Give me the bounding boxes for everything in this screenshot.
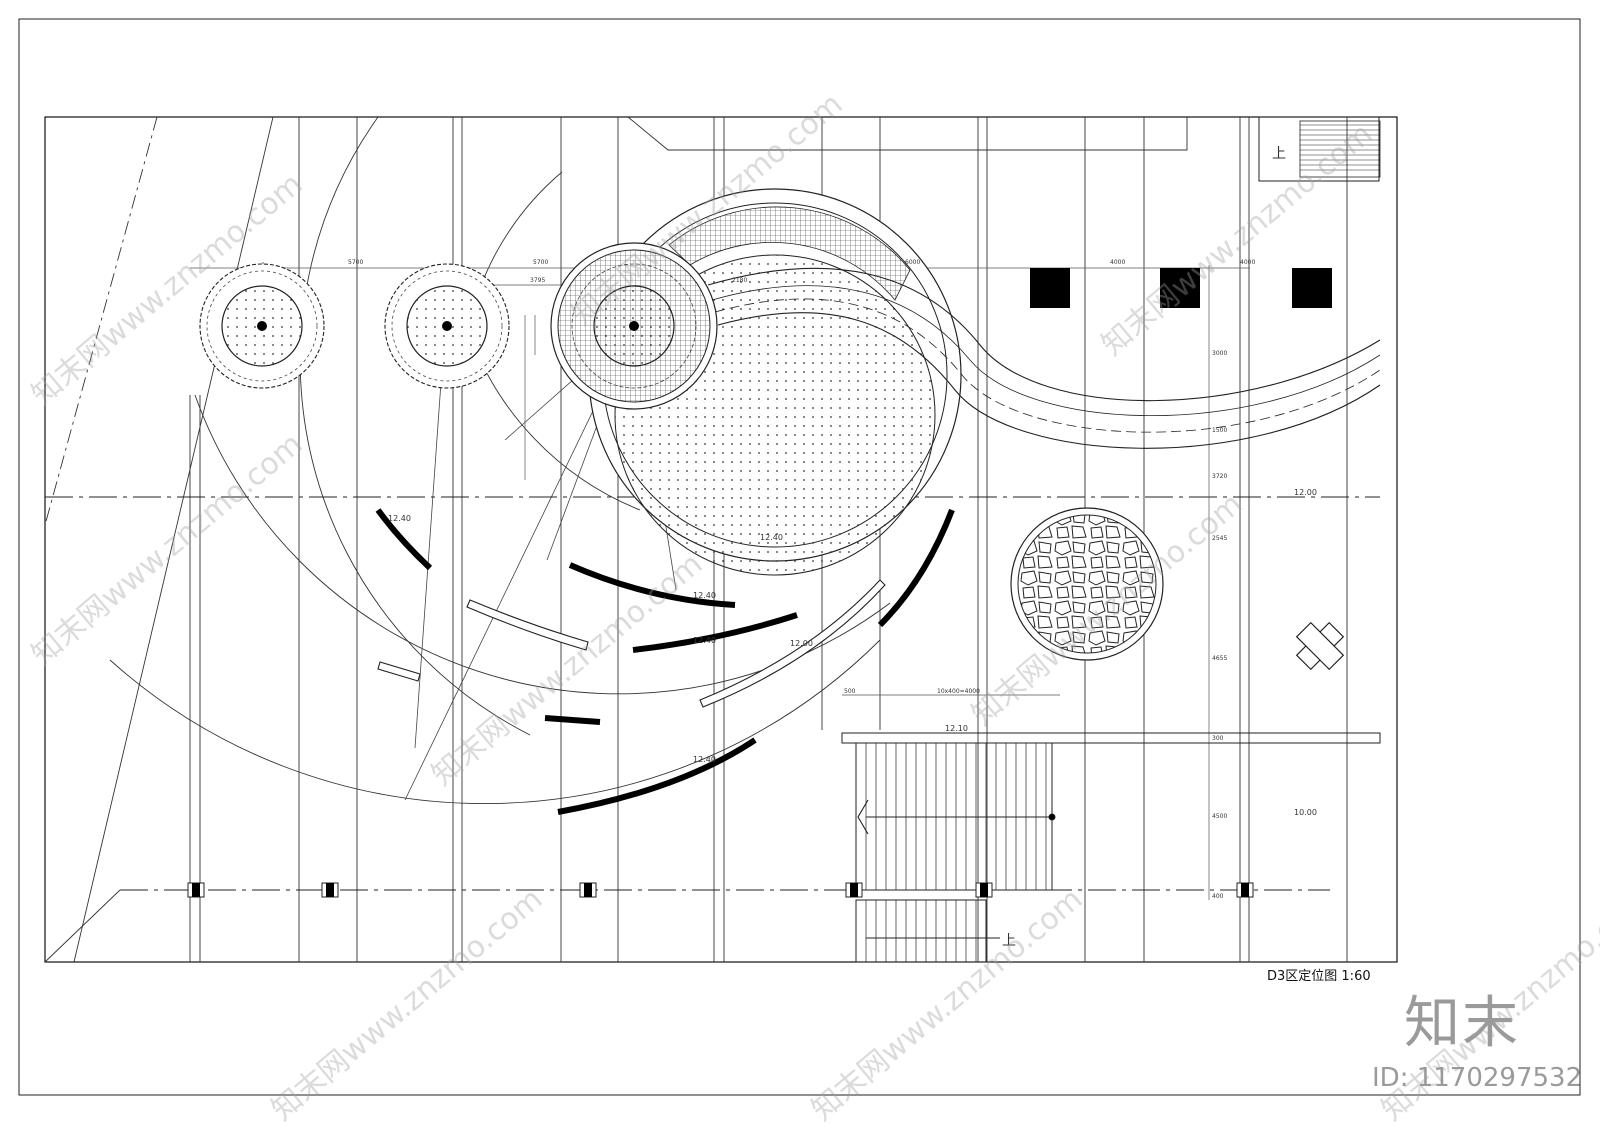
lower-left-edge <box>44 889 121 963</box>
elev-label: 12.00 <box>790 639 813 648</box>
elev-label: 12.40 <box>760 533 783 542</box>
dim-label: 5700 <box>533 259 548 266</box>
plan-labels: 12.40 12.40 12.40 12.40 12.40 12.00 12.0… <box>348 146 1317 949</box>
square-planters <box>1030 268 1332 308</box>
stair-block <box>841 732 1381 963</box>
stair-up-label: 上 <box>1272 146 1286 162</box>
serpentine-path <box>707 267 1381 449</box>
tree-2 <box>384 263 510 389</box>
drawing-id: ID: 1170297532 <box>1372 1063 1583 1093</box>
elev-label: 12.00 <box>1294 488 1317 497</box>
dim-label: 3795 <box>530 277 545 284</box>
left-diagonals <box>44 116 274 963</box>
dim-label: 3000 <box>1212 350 1227 357</box>
dim-label: 10x400=4000 <box>937 688 980 695</box>
dim-label: 2545 <box>1212 535 1227 542</box>
bench-symbol <box>1295 621 1345 671</box>
elev-label: 12.40 <box>388 514 411 523</box>
planter-tree <box>550 242 718 410</box>
elev-label: 12.40 <box>693 591 716 600</box>
elev-label: 10.00 <box>1294 808 1317 817</box>
dim-label: 4000 <box>1240 259 1255 266</box>
outer-frame <box>18 18 1581 1096</box>
column-markers <box>187 882 1254 898</box>
elev-label: 12.40 <box>693 755 716 764</box>
elev-label: 12.40 <box>693 636 716 645</box>
dim-label: 1500 <box>1212 427 1227 434</box>
dim-label: 4655 <box>1212 655 1227 662</box>
plan-border <box>44 116 1398 963</box>
dim-label: 5700 <box>348 259 363 266</box>
top-notch <box>627 116 1188 151</box>
tree-1 <box>199 263 325 389</box>
dim-label: 3720 <box>1212 473 1227 480</box>
dim-label: 2180 <box>732 277 747 284</box>
curved-walls-black <box>375 508 955 815</box>
dim-label: 6000 <box>905 259 920 266</box>
dim-label: 4000 <box>1110 259 1125 266</box>
logo: 知末 <box>1404 991 1520 1056</box>
stair-up-label: 上 <box>1002 933 1016 949</box>
elev-label: 12.10 <box>945 724 968 733</box>
top-right-stair <box>1258 116 1381 182</box>
stone-mosaic-circle <box>1010 507 1164 661</box>
dim-label: 400 <box>1212 893 1224 900</box>
curved-benches <box>377 579 886 708</box>
dim-label: 500 <box>844 688 856 695</box>
dim-label: 4500 <box>1212 813 1227 820</box>
dim-label: 300 <box>1212 735 1224 742</box>
drawing-title: D3区定位图 1:60 <box>1267 969 1371 984</box>
